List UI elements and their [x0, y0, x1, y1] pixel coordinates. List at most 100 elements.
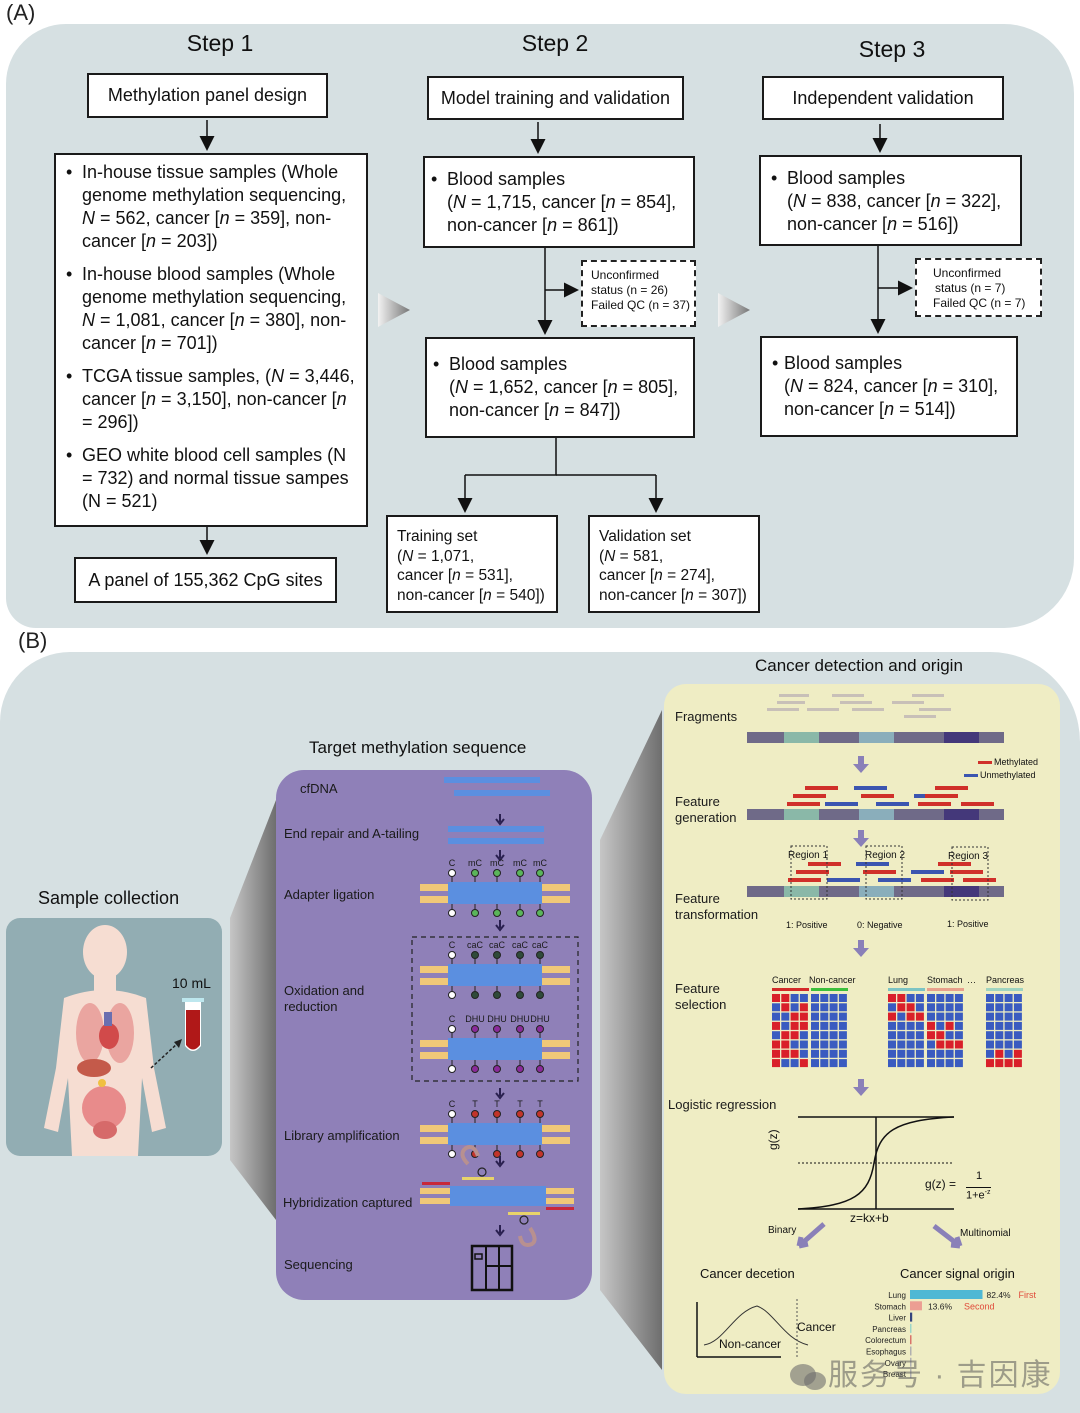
methylated-read	[950, 870, 983, 874]
heatmap-cell	[1004, 1059, 1013, 1068]
reduction-bottom-marker	[493, 1065, 501, 1073]
probe-red	[422, 1182, 450, 1185]
heatmap-cell	[811, 1003, 819, 1012]
down-arrow-icon	[495, 1156, 505, 1168]
human-body-illustration	[44, 925, 204, 1156]
legend-unmethylated: Unmethylated	[964, 770, 1036, 780]
probe-yellow	[508, 1212, 540, 1215]
down-arrow-icon	[495, 814, 505, 826]
oxidation-top-marker	[516, 951, 524, 959]
heatmap-cell	[954, 1059, 963, 1068]
origin-rank-label: First	[1019, 1290, 1037, 1300]
panel-a-label: (A)	[6, 0, 36, 25]
reduction-base-label: DHU	[487, 1014, 507, 1024]
heatmap-cell	[936, 1003, 945, 1012]
oxidation-top-marker	[448, 951, 456, 959]
heatmap-cell	[1013, 1049, 1022, 1058]
adapter	[420, 1125, 448, 1132]
heatmap-cell	[954, 1049, 963, 1058]
heatmap-cell	[781, 1040, 790, 1049]
amplification-base-label: C	[449, 1099, 456, 1109]
heatmap-cell	[838, 1049, 847, 1058]
heatmap-cell	[995, 1040, 1004, 1049]
heatmap-cell	[790, 1003, 799, 1012]
origin-category-label: Esophagus	[866, 1348, 906, 1357]
heatmap-cell	[995, 1003, 1004, 1012]
heatmap-cell	[906, 1031, 915, 1040]
step2-excluded-box: Unconfirmed status (n = 26) Failed QC (n…	[581, 260, 696, 327]
step3-blood-samples-qc-box: •Blood samples (N = 824, cancer [n = 310…	[760, 336, 1018, 437]
heatmap-cell	[829, 1031, 838, 1040]
heatmap-cell	[772, 1012, 780, 1021]
heatmap-cell	[799, 1059, 808, 1068]
adapter-ligation-bottom-marker	[493, 909, 501, 917]
heatmap-cell	[915, 1012, 924, 1021]
heatmap-cell	[790, 1021, 799, 1030]
amplification-top-marker	[536, 1110, 544, 1118]
independent-validation-label: Independent validation	[792, 87, 974, 108]
down-arrow-icon	[853, 1079, 869, 1096]
heatmap-cell	[790, 1012, 799, 1021]
heatmap-cell	[954, 1021, 963, 1030]
probe-red	[546, 1207, 574, 1210]
funnel-left-decoration	[230, 800, 276, 1220]
adapter	[546, 1188, 574, 1194]
probe-yellow	[462, 1177, 494, 1180]
adapter	[420, 884, 448, 891]
heatmap-cell	[936, 1012, 945, 1021]
oxidation-duplex	[448, 964, 542, 986]
heatmap-cell	[915, 1040, 924, 1049]
oxidation-base-label: caC	[532, 940, 549, 950]
origin-bar-ovary	[910, 1357, 912, 1367]
source-tcga-tissue: TCGA tissue samples, (N = 3,446, cancer …	[60, 365, 360, 434]
feature-generation-label: Feature generation	[675, 794, 737, 825]
reduction-top-marker	[448, 1025, 456, 1033]
heatmap-cell	[897, 1021, 906, 1030]
heatmap-cell	[888, 994, 896, 1002]
heatmap-cell	[772, 994, 780, 1002]
down-arrow-icon	[853, 830, 869, 847]
origin-bar-esophagus	[910, 1346, 912, 1356]
feature-selection-label: Feature selection	[675, 981, 727, 1012]
adapter-ligation-bottom-marker	[536, 909, 544, 917]
magnet-icon	[460, 1145, 480, 1166]
heatmap-cell	[936, 1059, 945, 1068]
bead-icon	[519, 1215, 529, 1225]
step-library-amplification: Library amplification	[284, 1128, 400, 1143]
fragment-read	[779, 694, 809, 697]
target-methylation-title: Target methylation sequence	[309, 738, 527, 757]
step3-excluded-box: Unconfirmed status (n = 7) Failed QC (n …	[915, 258, 1042, 317]
unmethylated-read	[876, 802, 909, 806]
heatmap-cell	[945, 1031, 954, 1040]
methylated-read	[808, 862, 841, 866]
independent-validation-box: Independent validation	[762, 76, 1004, 120]
heatmap-cell	[1004, 1021, 1013, 1030]
fragment-read	[840, 701, 872, 704]
fragment-read	[904, 715, 936, 718]
heatmap-cell	[1013, 1021, 1022, 1030]
unmethylated-read	[827, 878, 860, 882]
down-arrow-icon	[495, 1225, 505, 1237]
heatmap-cell	[811, 1012, 819, 1021]
heatmap-cell	[915, 1031, 924, 1040]
heatmap-cell	[927, 1021, 935, 1030]
fragment-read	[892, 701, 924, 704]
amplification-base-label: T	[494, 1099, 500, 1109]
adapter	[420, 966, 448, 973]
amplification-duplex	[448, 1123, 542, 1145]
region-1-box	[790, 845, 828, 900]
heatmap-cell	[915, 994, 924, 1002]
funnel-right-decoration	[600, 710, 662, 1370]
heatmap-cell	[888, 1003, 896, 1012]
origin-category-label: Liver	[889, 1314, 907, 1323]
heatmap-cell	[790, 994, 799, 1002]
heatmap-cell	[781, 1059, 790, 1068]
oxidation-bottom-marker	[493, 991, 501, 999]
adapter-ligation-base-label: mC	[490, 858, 504, 868]
blood-volume-label: 10 mL	[172, 975, 211, 991]
heatmap-cell	[811, 994, 819, 1002]
heatmap-cell	[897, 1012, 906, 1021]
cfdna-strand	[444, 777, 540, 783]
heatmap-cell	[986, 1049, 994, 1058]
heatmap-cell	[820, 1040, 829, 1049]
